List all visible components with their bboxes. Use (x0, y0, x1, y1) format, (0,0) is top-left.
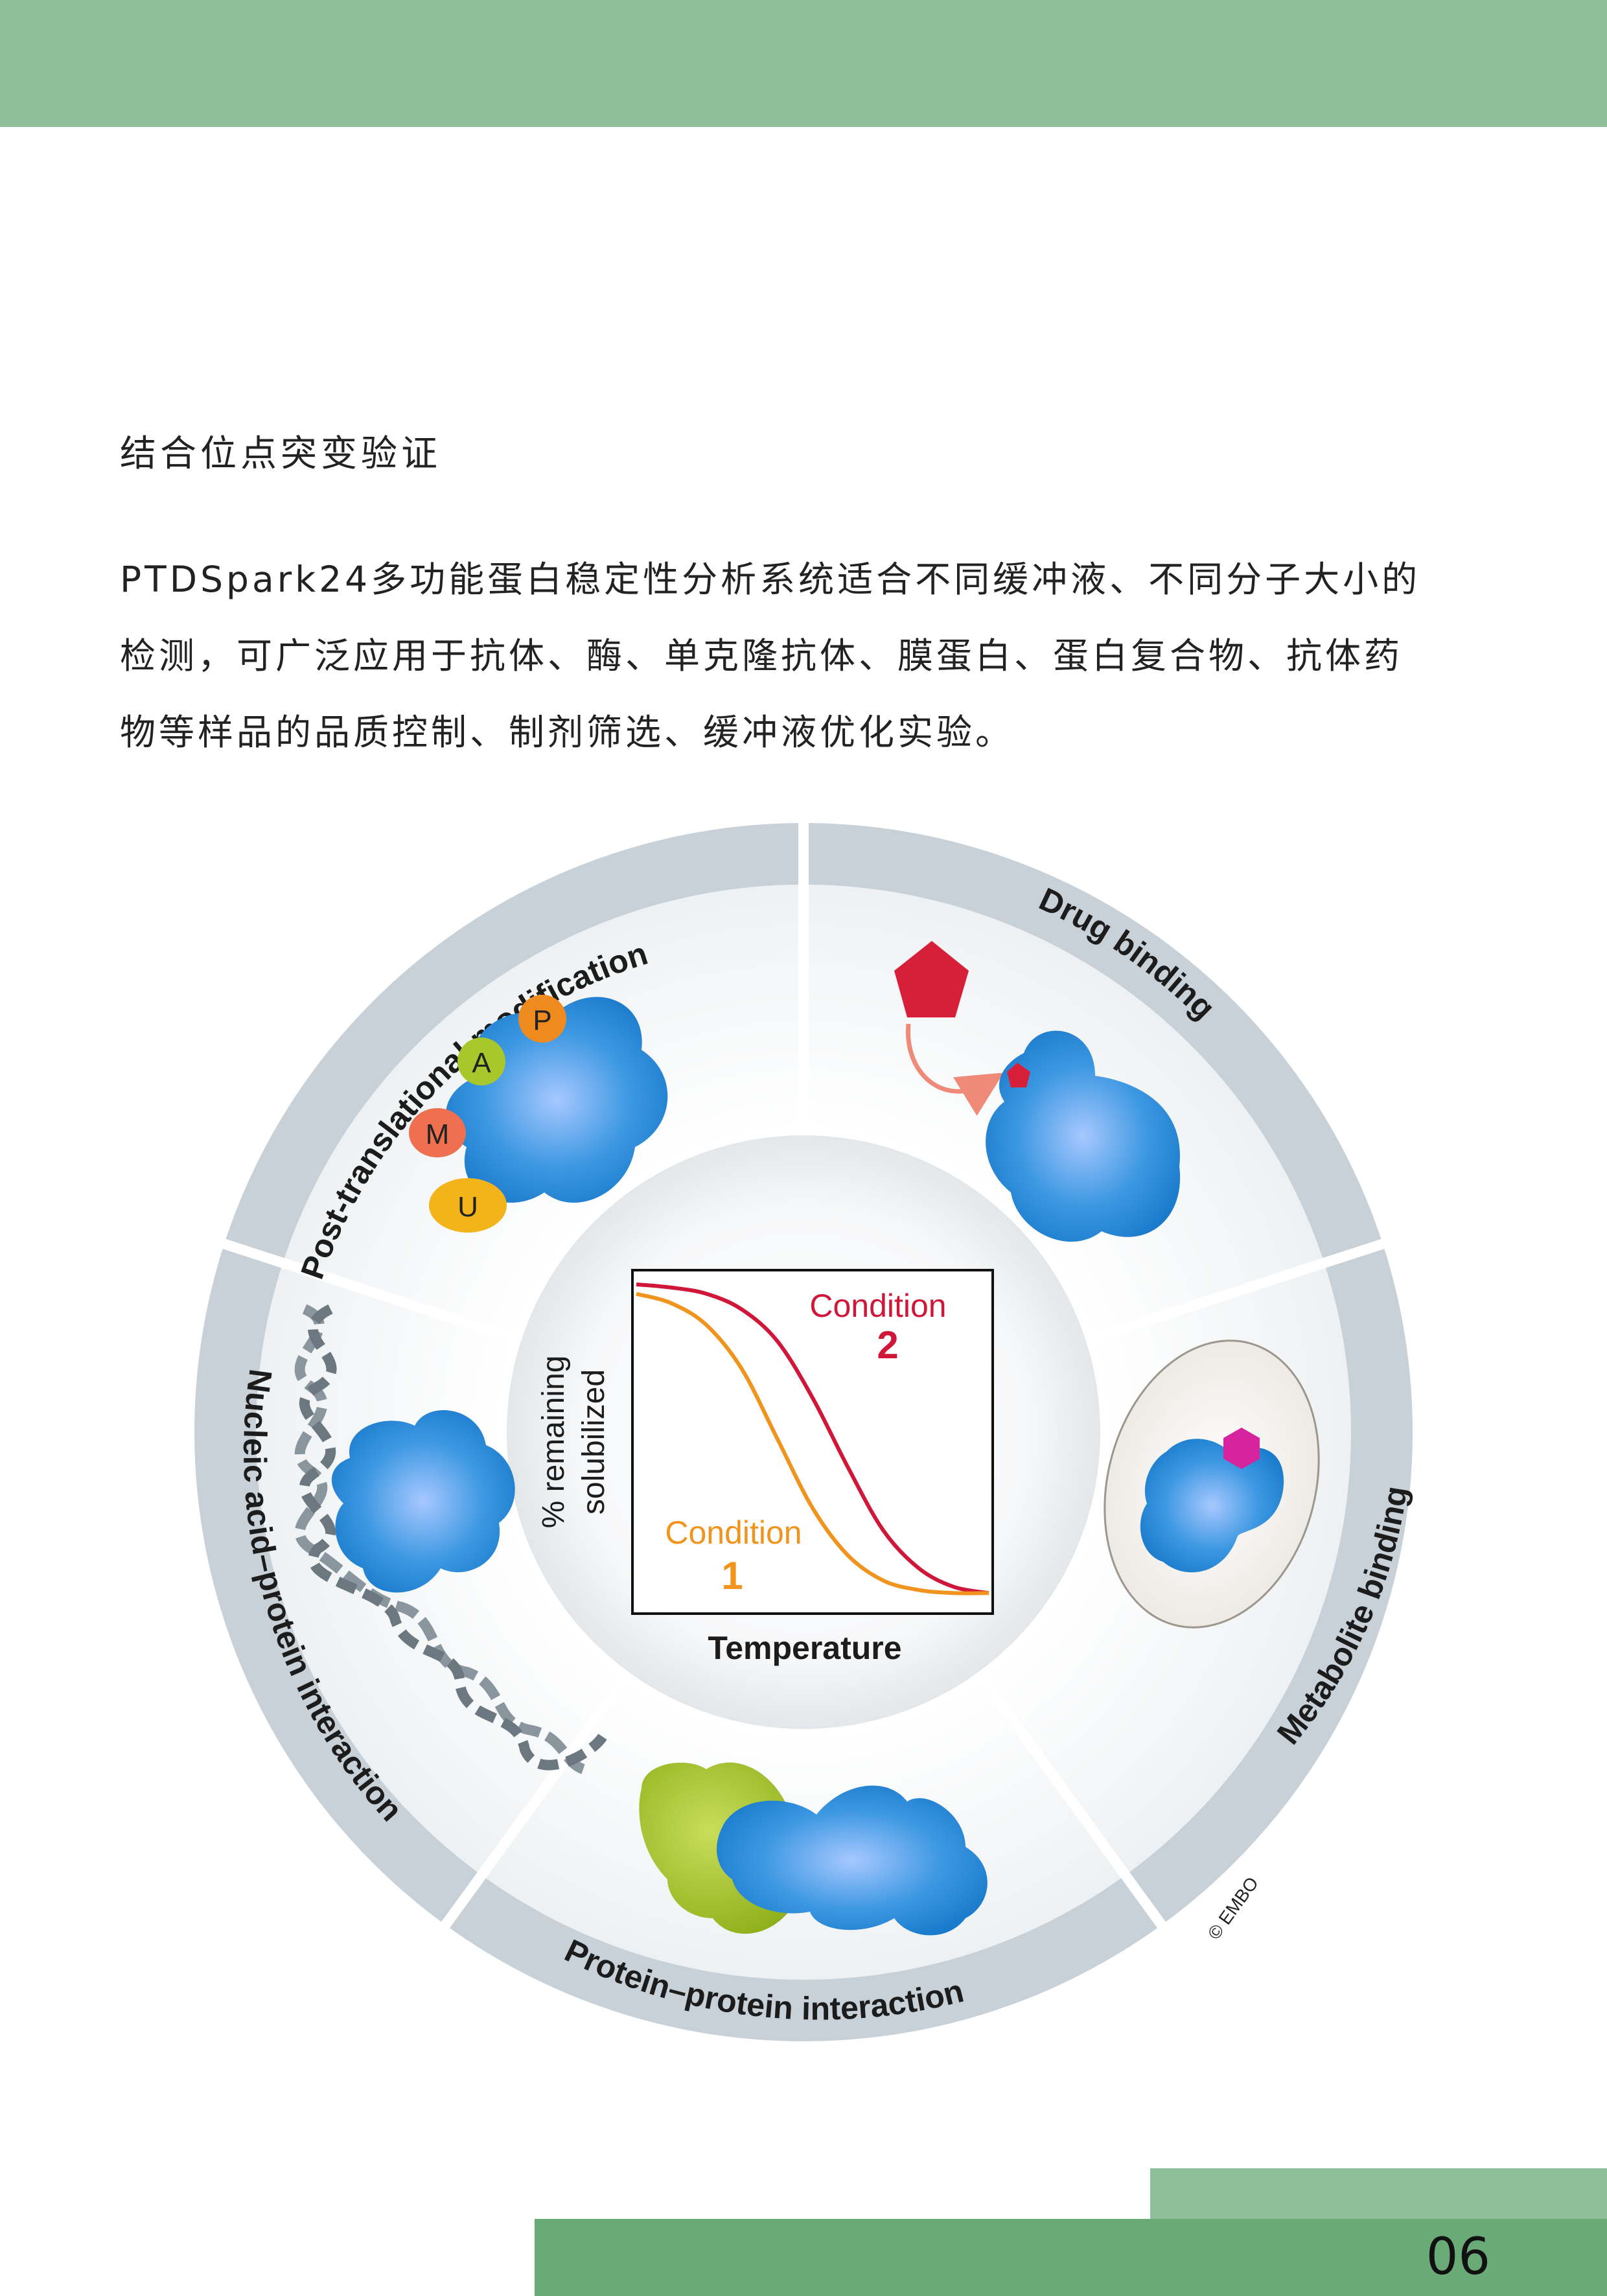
protein-icon (986, 1030, 1181, 1242)
paragraph-line: PTDSpark24多功能蛋白稳定性分析系统适合不同缓冲液、不同分子大小的 (120, 559, 1421, 600)
line-condition1 (636, 1292, 989, 1595)
x-axis-label: Temperature (708, 1630, 901, 1666)
acetylation-badge-icon (457, 1038, 505, 1085)
svg-text:A: A (472, 1047, 491, 1079)
ubiquitination-badge-icon (429, 1178, 507, 1233)
thermal-shift-applications-figure: Post-translational modification Drug bin… (175, 804, 1432, 2061)
line-condition2 (636, 1282, 989, 1595)
description-paragraph: PTDSpark24多功能蛋白稳定性分析系统适合不同缓冲液、不同分子大小的 检测… (120, 541, 1513, 771)
drug-molecule-icon (894, 941, 969, 1017)
ptm-illustration: P A M U (409, 995, 668, 1233)
methylation-badge-icon (409, 1108, 466, 1157)
svg-text:P: P (533, 1004, 551, 1036)
melting-curve-chart: Condition 2 Condition 1 % remaining solu… (537, 1269, 994, 1666)
metabolite-molecule-icon (1223, 1428, 1260, 1469)
svg-text:M: M (426, 1119, 450, 1150)
section-heading: 结合位点突变验证 (120, 433, 441, 475)
line-series-condition1 (636, 1292, 989, 1595)
paragraph-line: 物等样品的品质控制、制剂筛选、缓冲液优化实验。 (120, 712, 1015, 753)
footer-bar (535, 2219, 1607, 2296)
page-number: 06 (1426, 2228, 1490, 2286)
drug-binding-illustration (894, 941, 1181, 1242)
y-axis-label-line1: % remaining (537, 1356, 571, 1529)
binding-arrow-icon (906, 1023, 1004, 1116)
y-axis-label-line2: solubilized (577, 1369, 611, 1514)
nucleic-acid-illustration (294, 1304, 607, 1774)
protein-icon (1140, 1439, 1284, 1573)
copyright-text: © EMBO (1204, 1873, 1262, 1943)
metabolite-binding-illustration (1104, 1339, 1320, 1629)
chart-frame (631, 1269, 994, 1615)
condition1-number: 1 (721, 1554, 743, 1597)
footer-accent-bar (1150, 2168, 1607, 2219)
condition2-label: Condition (809, 1288, 946, 1324)
header-bar (0, 0, 1607, 127)
paragraph-line: 检测，可广泛应用于抗体、酶、单克隆抗体、膜蛋白、蛋白复合物、抗体药 (120, 635, 1404, 677)
condition1-label: Condition (665, 1514, 802, 1551)
phosphorylation-badge-icon (518, 995, 566, 1043)
condition2-number: 2 (877, 1323, 898, 1367)
bound-drug-icon (1007, 1063, 1030, 1087)
svg-text:U: U (457, 1191, 478, 1223)
protein-icon (331, 1410, 515, 1593)
line-series-condition2 (636, 1282, 989, 1595)
protein-protein-illustration (639, 1762, 988, 1936)
protein-icon (717, 1785, 988, 1936)
dna-strand-icon (299, 1304, 607, 1770)
